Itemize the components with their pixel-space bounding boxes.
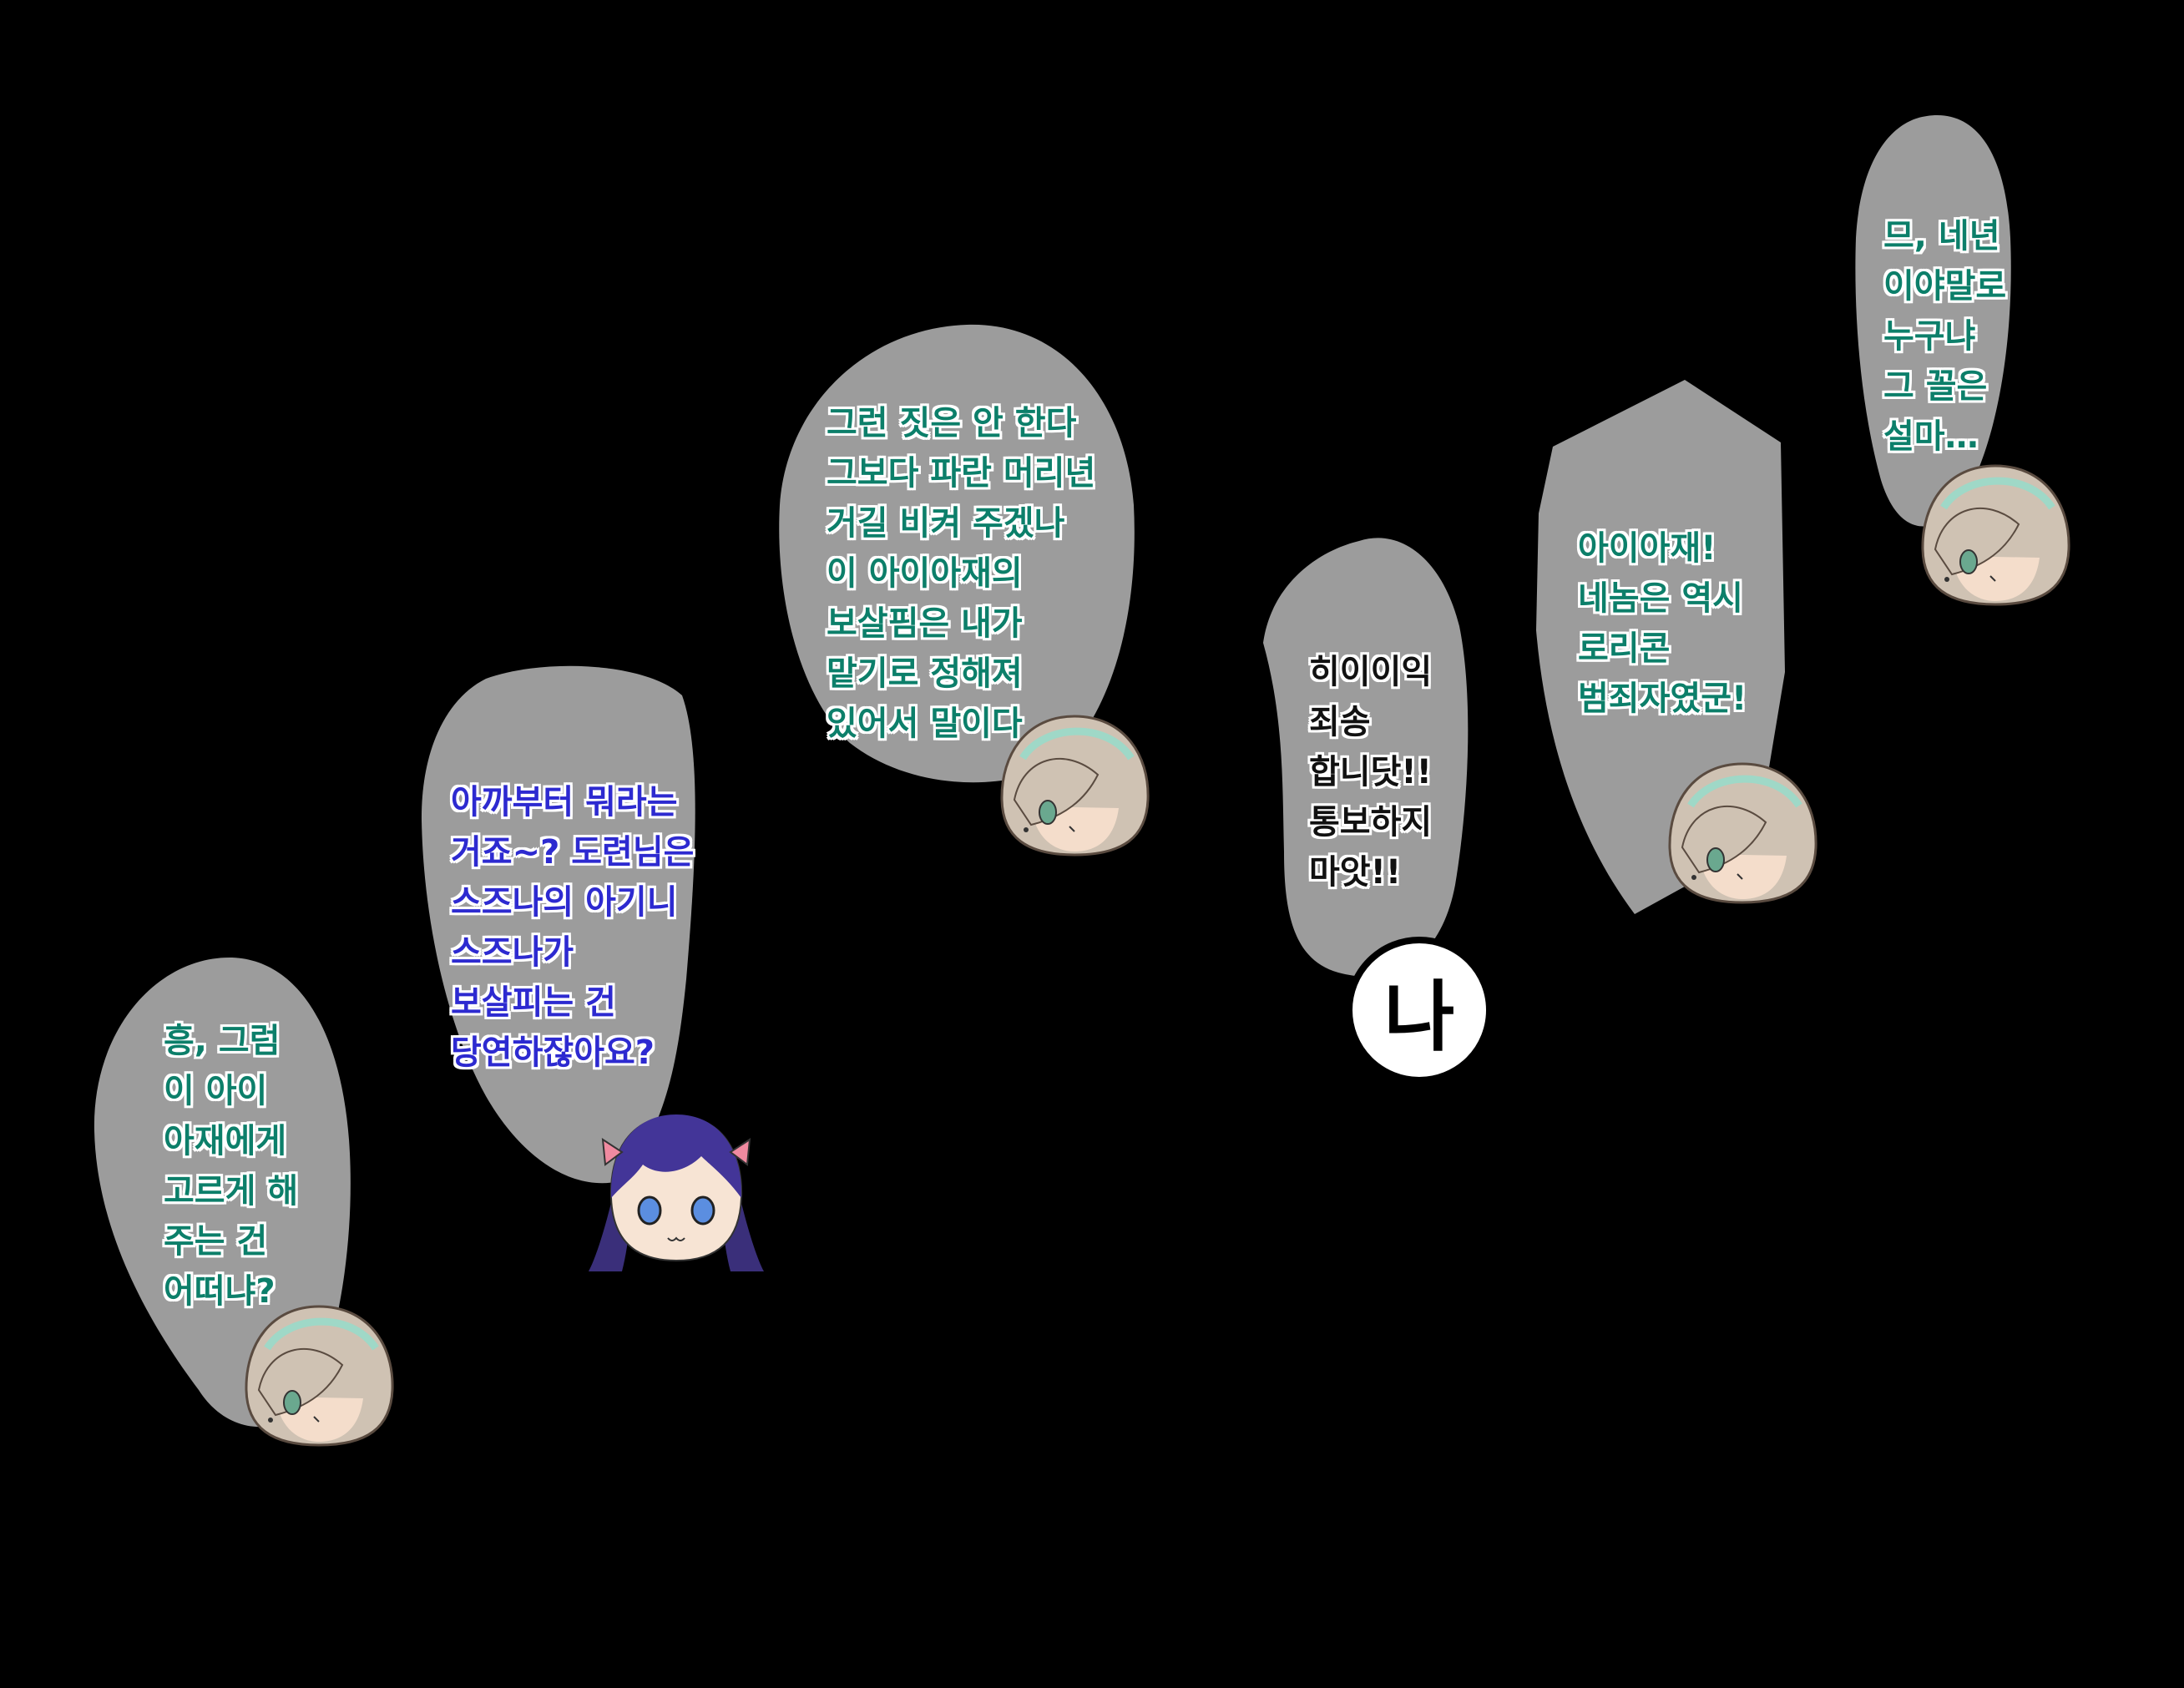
- bubble-6-line: 그 꼴은: [1883, 367, 1988, 406]
- gray-haired-girl-icon: [1000, 715, 1150, 857]
- bubble-2-line: 스즈나의 아기니: [451, 883, 678, 922]
- bubble-3-line: 그런 짓은 안 한다: [827, 404, 1077, 442]
- speech-bubble-6: 므, 네년 이야말로 누구냐 그 꼴은 설마…: [1852, 113, 2015, 534]
- bubble-3-line: 보살핌은 내가: [827, 604, 1023, 643]
- bubble-1-line: 고르게 해: [164, 1172, 299, 1210]
- bubble-6-line: 설마…: [1883, 417, 1979, 456]
- gray-haired-girl-icon: [245, 1305, 394, 1447]
- bubble-4-line: 히이이익: [1309, 653, 1433, 691]
- bubble-2-line: 거죠~? 도련님은: [451, 833, 695, 872]
- bubble-4-line: 합니닷!!: [1309, 753, 1432, 791]
- bubble-5-line: 네놈은 역시: [1578, 579, 1743, 618]
- bubble-4-line: 마앗!!: [1309, 853, 1402, 892]
- bubble-1-line: 흥, 그럼: [164, 1022, 281, 1060]
- bubble-3-line: 이 아이아재의: [827, 554, 1023, 593]
- speech-bubble-2: 아까부터 뭐라는 거죠~? 도련님은 스즈나의 아기니 스즈나가 보살피는 건 …: [419, 662, 701, 1188]
- bubble-3-line: 그보다 파란 머리년: [827, 454, 1096, 493]
- bubble-3-line: 거길 비켜 주겠나: [827, 504, 1065, 543]
- bubble-1-line: 어떠냐?: [164, 1272, 276, 1311]
- bubble-5-line: 범죄자였군!: [1578, 680, 1747, 718]
- bubble-2-line: 스즈나가: [451, 933, 574, 972]
- bubble-6-line: 므, 네년: [1883, 217, 2000, 255]
- na-badge: 나: [1346, 937, 1493, 1084]
- bubble-1-line: 이 아이: [164, 1072, 268, 1110]
- bubble-3-line: 맡기로 정해져: [827, 654, 1023, 693]
- bubble-6-line: 이야말로: [1883, 267, 2007, 306]
- speech-bubble-4: 히이이익 죄송 합니닷!! 통보하지 마앗!!: [1259, 534, 1476, 985]
- purple-haired-girl-icon: [589, 1114, 764, 1271]
- speech-bubble-3: 그런 짓은 안 한다 그보다 파란 머리년 거길 비켜 주겠나 이 아이아재의 …: [775, 321, 1135, 789]
- bubble-4-line: 통보하지: [1309, 803, 1433, 841]
- gray-haired-girl-icon: [1668, 762, 1817, 904]
- bubble-4-line: 죄송: [1309, 703, 1371, 741]
- bubble-2-line: 아까부터 뭐라는: [451, 783, 678, 821]
- bubble-5-line: 아이아재!: [1578, 529, 1716, 568]
- bubble-6-line: 누구냐: [1883, 317, 1976, 356]
- bubble-5-line: 로리콘: [1578, 629, 1671, 668]
- gray-haired-girl-icon: [1921, 464, 2070, 606]
- bubble-2-line: 보살피는 건: [451, 983, 616, 1022]
- speech-bubble-1: 흥, 그럼 이 아이 아재에게 고르게 해 주는 건 어떠냐?: [90, 956, 357, 1432]
- bubble-3-line: 있어서 말이다: [827, 705, 1023, 743]
- bubble-1-line: 주는 건: [164, 1222, 268, 1261]
- bubble-1-line: 아재에게: [164, 1122, 287, 1160]
- bubble-2-line: 당연하잖아요?: [451, 1034, 655, 1072]
